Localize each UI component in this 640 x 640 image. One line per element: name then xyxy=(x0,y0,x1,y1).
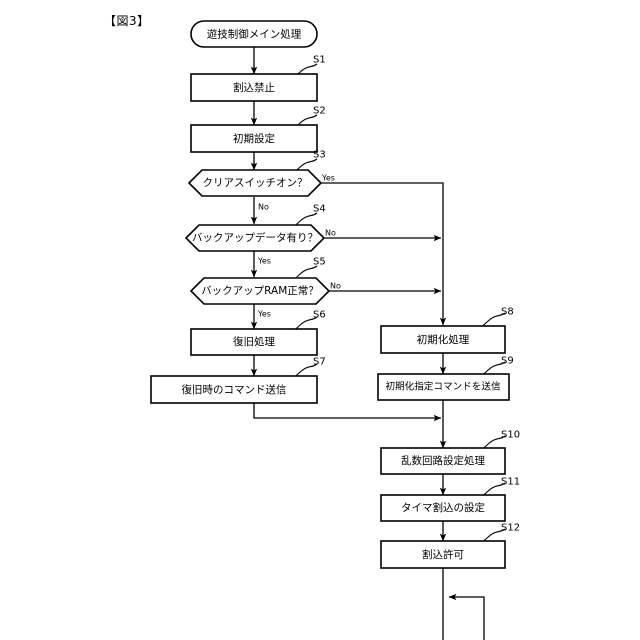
step-label-s10: S10 xyxy=(501,430,520,441)
step-label-s12: S12 xyxy=(501,523,520,534)
leader-s10 xyxy=(480,435,506,451)
node-s8-shape xyxy=(380,325,506,354)
node-s3-shape xyxy=(187,169,323,197)
node-s6-shape xyxy=(190,328,318,356)
step-label-s1: S1 xyxy=(313,55,326,66)
branch-label-s3-no: No xyxy=(258,203,269,212)
node-s4-shape xyxy=(184,224,326,252)
step-label-s2: S2 xyxy=(313,106,326,117)
leader-s12 xyxy=(480,528,506,544)
node-s12-label: 割込許可 xyxy=(422,548,464,561)
node-s10-shape xyxy=(380,447,506,475)
node-s12-shape xyxy=(380,540,506,569)
step-label-s4: S4 xyxy=(313,204,326,215)
step-label-s9: S9 xyxy=(501,356,514,367)
node-start-label: 遊技制御メイン処理 xyxy=(207,28,302,41)
step-label-s3: S3 xyxy=(313,150,326,161)
leader-s8 xyxy=(480,312,506,328)
leader-s11 xyxy=(480,482,506,498)
node-start-shape xyxy=(190,20,318,48)
leader-s4 xyxy=(292,212,318,228)
node-s5-shape xyxy=(189,277,331,305)
edge-s3-yes-to-s8 xyxy=(321,182,447,326)
node-s1-shape xyxy=(190,73,318,102)
leader-s5 xyxy=(292,265,318,281)
step-label-s7: S7 xyxy=(313,357,326,368)
node-s9-shape xyxy=(377,373,510,401)
edge-loop-return xyxy=(448,593,485,640)
node-s7-shape xyxy=(150,375,318,404)
node-s4-label: バックアップデータ有り？ xyxy=(192,231,318,244)
branch-label-s4-yes: Yes xyxy=(257,257,271,266)
step-label-s6: S6 xyxy=(313,310,326,321)
node-s10-label: 乱数回路設定処理 xyxy=(401,454,485,467)
edge-s7-to-trunk xyxy=(253,403,442,422)
leader-s9 xyxy=(480,361,506,377)
node-s9-label: 初期化指定コマンドを送信 xyxy=(385,381,501,393)
branch-label-s3-yes: Yes xyxy=(321,174,335,183)
node-s11-shape xyxy=(380,494,506,522)
node-s2-shape xyxy=(190,124,318,153)
figure-number-label: 【図3】 xyxy=(104,14,150,28)
node-s8-label: 初期化処理 xyxy=(417,333,470,346)
node-s7-label: 復旧時のコマンド送信 xyxy=(182,383,287,396)
step-label-s5: S5 xyxy=(313,257,326,268)
node-s2-label: 初期設定 xyxy=(233,132,275,145)
leader-s6 xyxy=(292,316,318,332)
branch-label-s5-yes: Yes xyxy=(257,310,271,319)
node-s5-label: バックアップRAM正常？ xyxy=(201,284,319,297)
step-label-s11: S11 xyxy=(501,477,520,488)
step-label-s8: S8 xyxy=(501,307,514,318)
node-s11-label: タイマ割込の設定 xyxy=(401,501,485,514)
node-s6-label: 復旧処理 xyxy=(233,335,275,348)
node-s1-label: 割込禁止 xyxy=(233,81,275,94)
branch-label-s5-no: No xyxy=(330,282,341,291)
node-s3-label: クリアスイッチオン？ xyxy=(203,177,308,189)
branch-label-s4-no: No xyxy=(325,229,336,238)
leader-s7 xyxy=(292,363,318,379)
